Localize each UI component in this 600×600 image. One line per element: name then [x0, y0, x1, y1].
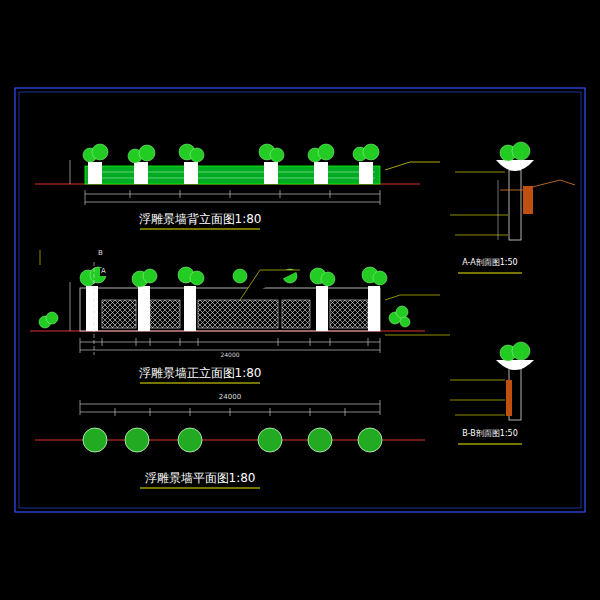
section-title: A-A剖面图1:50	[461, 259, 518, 268]
view-title: 浮雕景墙背立面图1:80	[139, 213, 262, 226]
dimension-text: 24000	[218, 394, 242, 402]
view-title: 浮雕景墙平面图1:80	[145, 472, 256, 485]
view-title: 浮雕景墙正立面图1:80	[139, 367, 262, 380]
dimension-text: 24000	[219, 352, 240, 359]
section-mark: A	[100, 268, 107, 276]
section-mark: B	[97, 250, 104, 258]
section-title: B-B剖面图1:50	[461, 430, 519, 439]
